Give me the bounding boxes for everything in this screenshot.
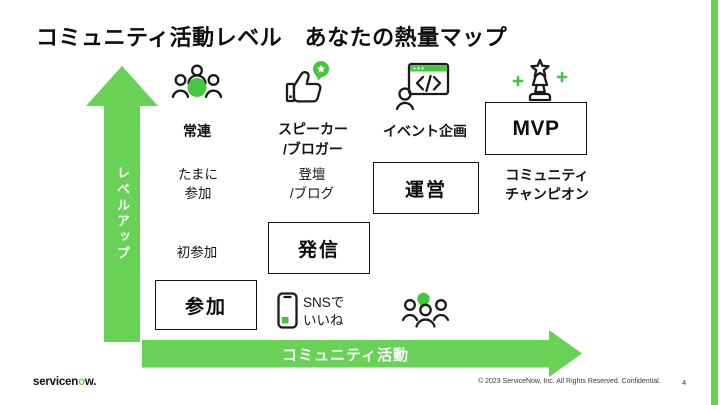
level-box-participation: 参加: [155, 280, 257, 330]
logo-text: servicen: [33, 376, 79, 388]
level-up-arrow: [86, 66, 158, 342]
level-box-operations: 運営: [373, 162, 479, 214]
label-event-planning: イベント企画: [383, 123, 467, 139]
community-activity-arrow: [142, 330, 582, 377]
label-speaker-blogger: スピーカー /ブロガー: [278, 121, 348, 157]
level-box-mvp: MVP: [485, 102, 587, 155]
copyright-text: © 2023 ServiceNow, Inc. All Rights Reser…: [478, 378, 661, 385]
label-occasional-participation: たまに 参加: [177, 167, 219, 201]
label-community-champion: コミュニティ チャンピオン: [505, 167, 589, 202]
label-regular-member: 常連: [183, 123, 211, 139]
thumbs-up-star-icon: [285, 61, 329, 103]
vertical-axis-label: レベルアップ: [115, 166, 130, 262]
slide-edge-accent: [711, 0, 718, 405]
phone-like-icon: [277, 292, 298, 329]
servicenow-logo: servicenow.: [33, 376, 96, 388]
horizontal-axis-label: コミュニティ活動: [281, 347, 410, 364]
trophy-icon: [512, 58, 568, 102]
label-speaking-blog: 登壇 /ブログ: [289, 167, 335, 201]
people-group-icon: [172, 64, 222, 99]
slide-title: コミュニティ活動レベル あなたの熱量マップ: [36, 25, 508, 50]
label-first-participation: 初参加: [176, 245, 218, 260]
event-browser-icon: [396, 62, 450, 110]
level-box-sharing: 発信: [268, 222, 370, 274]
logo-green-o: o: [78, 376, 85, 388]
label-sns-like: SNSで いいね: [303, 295, 345, 328]
logo-text-end: w.: [84, 376, 97, 388]
people-balloon-icon: [402, 292, 449, 328]
page-number: 4: [682, 378, 687, 387]
